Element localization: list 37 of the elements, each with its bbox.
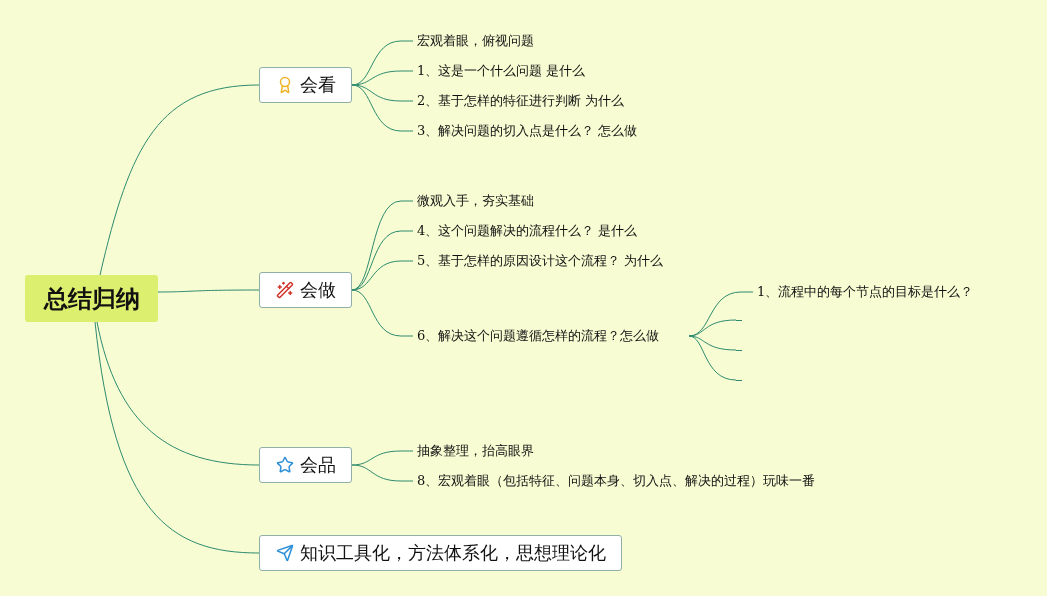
connector-line <box>351 464 414 482</box>
topic-label: 知识工具化，方法体系化，思想理论化 <box>299 541 606 565</box>
subtopic-text: 2、基于怎样的特征进行判断 为什么 <box>417 91 625 111</box>
topic-box <box>259 535 622 571</box>
empty-topic-line <box>736 380 742 381</box>
connector-line <box>351 84 414 102</box>
subtopic-text: 6、解决这个问题遵循怎样的流程？怎么做 <box>417 326 660 346</box>
topic-label: 会品 <box>299 453 336 477</box>
connector-line <box>99 84 260 276</box>
connector-line <box>351 450 414 466</box>
topic-label: 会做 <box>299 278 336 302</box>
topic-box <box>259 67 352 103</box>
root-topic: 总结归纳 <box>25 275 158 322</box>
connector-line <box>96 321 260 466</box>
topic-label: 会看 <box>299 73 336 97</box>
topic-box <box>259 272 352 308</box>
connector-line <box>351 289 414 337</box>
subtopic-text: 宏观着眼，俯视问题 <box>417 31 534 51</box>
connector-line <box>688 335 737 381</box>
connector-line <box>688 319 737 337</box>
topic-box <box>259 447 352 483</box>
subtopic-text: 4、这个问题解决的流程什么？ 是什么 <box>417 221 638 241</box>
empty-topic-line <box>736 320 742 321</box>
subtopic-text: 3、解决问题的切入点是什么？ 怎么做 <box>417 121 638 141</box>
connector-line <box>351 70 414 86</box>
connector-line <box>688 335 737 351</box>
connector-line <box>351 260 414 291</box>
subtopic-text: 8、宏观着眼（包括特征、问题本身、切入点、解决的过程）玩味一番 <box>417 471 816 491</box>
subtopic-text: 5、基于怎样的原因设计这个流程？ 为什么 <box>417 251 664 271</box>
subtopic-text: 微观入手，夯实基础 <box>417 191 534 211</box>
connector-line <box>94 321 260 554</box>
connector-line <box>351 84 414 132</box>
subtopic-text: 1、流程中的每个节点的目标是什么？ <box>757 282 974 302</box>
empty-topic-line <box>736 350 742 351</box>
connector-line <box>157 289 260 293</box>
subtopic-text: 1、这是一个什么问题 是什么 <box>417 61 586 81</box>
subtopic-text: 抽象整理，抬高眼界 <box>417 441 534 461</box>
